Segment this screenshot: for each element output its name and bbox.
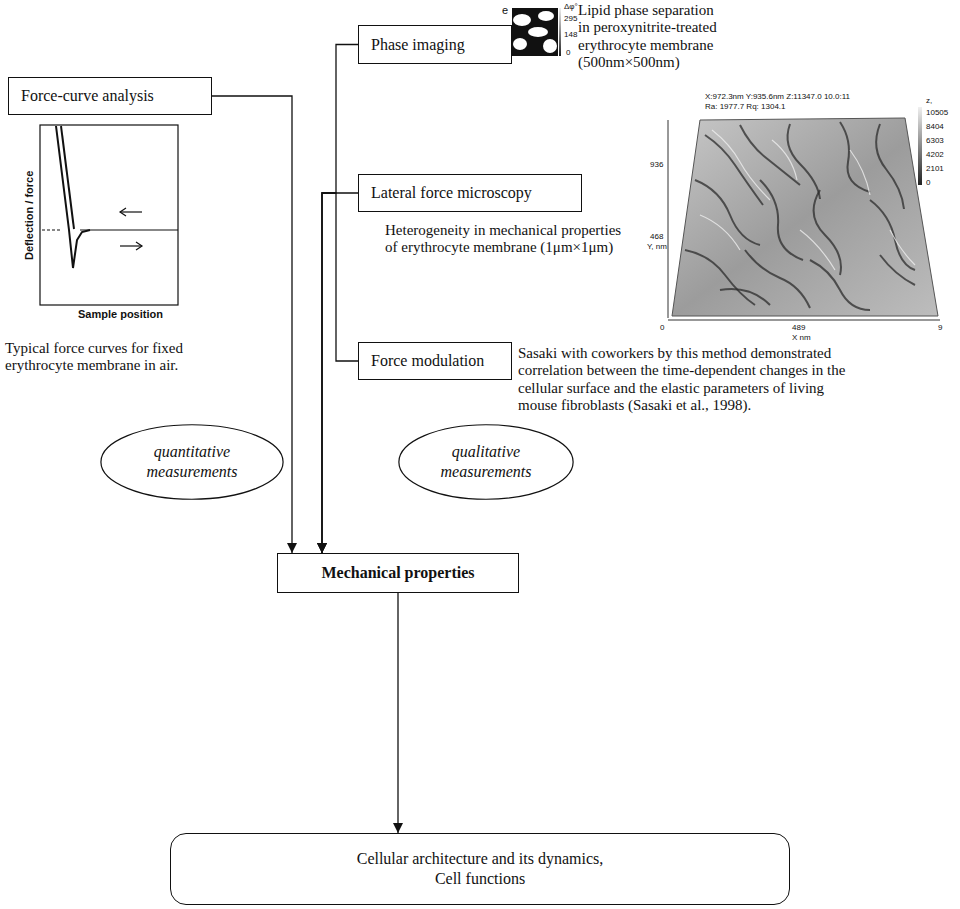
note-text: Sasaki with coworkers by this method dem… [518, 345, 863, 414]
axis-label: Δφ° [564, 2, 578, 11]
afm-surface [668, 107, 940, 320]
axis-label: Deflection / force [24, 170, 37, 259]
ellipse-outline [100, 424, 284, 500]
axis-label: X:972.3nm Y:935.6nm Z:11347.0 10.0:11 [705, 92, 850, 101]
axis-label: 2101 [926, 164, 944, 173]
axis-label: Sample position [78, 308, 163, 321]
axis-label: 0 [926, 178, 930, 187]
axis-label: X nm [792, 333, 811, 342]
note-text: Lipid phase separation in peroxynitrite-… [578, 2, 728, 71]
outcome-box: Cellular architecture and its dynamics,C… [170, 833, 790, 905]
node-text: quantitative measurements [128, 442, 256, 482]
axis-label: e [502, 4, 508, 17]
node-text: Force-curve analysis [21, 86, 199, 106]
method-box: Force modulation [358, 342, 512, 380]
node-text: qualitative measurements [426, 442, 546, 482]
node-text: Cellular architecture and its dynamics, [183, 849, 777, 869]
axis-label: Ra: 1977.7 Rq: 1304.1 [705, 102, 786, 111]
node-text: Cell functions [183, 869, 777, 889]
node-text: Phase imaging [371, 35, 499, 55]
arrow-connector [397, 593, 398, 833]
result-box: Mechanical properties [277, 553, 519, 593]
method-box: Phase imaging [358, 25, 512, 64]
axis-label: 10505 [926, 108, 948, 117]
axis-label: 0 [566, 48, 570, 57]
axis-label: 6303 [926, 136, 944, 145]
category-ellipse: qualitative measurements [398, 424, 574, 500]
axis-label: 295 [564, 14, 577, 23]
phase-image [512, 8, 561, 56]
note-text: Heterogeneity in mechanical properties o… [385, 222, 635, 257]
arrow-connector [322, 193, 358, 553]
axis-label: Y, nm [647, 242, 667, 251]
arrow-connector [322, 45, 358, 554]
axis-label: 936 [650, 160, 663, 169]
category-ellipse: quantitative measurements [100, 424, 284, 500]
axis-label: z, [926, 96, 932, 105]
ellipse-outline [398, 424, 574, 500]
method-box: Force-curve analysis [8, 77, 212, 115]
node-text: Force modulation [371, 351, 499, 371]
axis-label: 9 [938, 323, 942, 332]
axis-label: 468 [650, 232, 663, 241]
axis-label: 489 [792, 323, 805, 332]
axis-label: 4202 [926, 150, 944, 159]
axis-label: 8404 [926, 122, 944, 131]
node-text: Mechanical properties [290, 563, 506, 583]
force-curve-plot [40, 125, 178, 305]
arrow-connector [322, 193, 358, 553]
axis-label: 0 [660, 323, 664, 332]
node-text: Lateral force microscopy [371, 183, 569, 203]
method-box: Lateral force microscopy [358, 174, 582, 212]
axis-label: 148 [564, 30, 577, 39]
note-text: Typical force curves for fixed erythrocy… [5, 340, 245, 375]
